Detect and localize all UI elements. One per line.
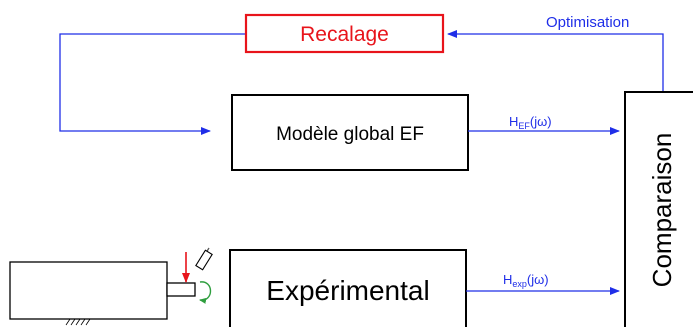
h-ef-label: HEF(jω)	[509, 114, 552, 131]
modele-label: Modèle global EF	[276, 124, 424, 145]
ground-hatch	[65, 318, 91, 326]
beam-body	[9, 261, 168, 320]
recalage-to-modele-arrow	[59, 33, 246, 135]
modele-block	[231, 94, 469, 171]
h-exp-label: Hexp(jω)	[503, 272, 549, 289]
optimisation-arrow	[447, 30, 664, 92]
hammer-icon	[195, 247, 213, 271]
beam-tip	[166, 282, 196, 297]
test-structure	[9, 247, 213, 326]
experimental-block	[229, 249, 467, 332]
recalage-label: Recalage	[300, 23, 389, 46]
rotation-arrow	[199, 281, 212, 304]
comparaison-label: Comparaison	[647, 133, 677, 288]
optimisation-label: Optimisation	[546, 14, 629, 31]
experimental-label: Expérimental	[266, 275, 429, 306]
recalage-block	[244, 13, 445, 54]
comparaison-block	[624, 91, 693, 332]
